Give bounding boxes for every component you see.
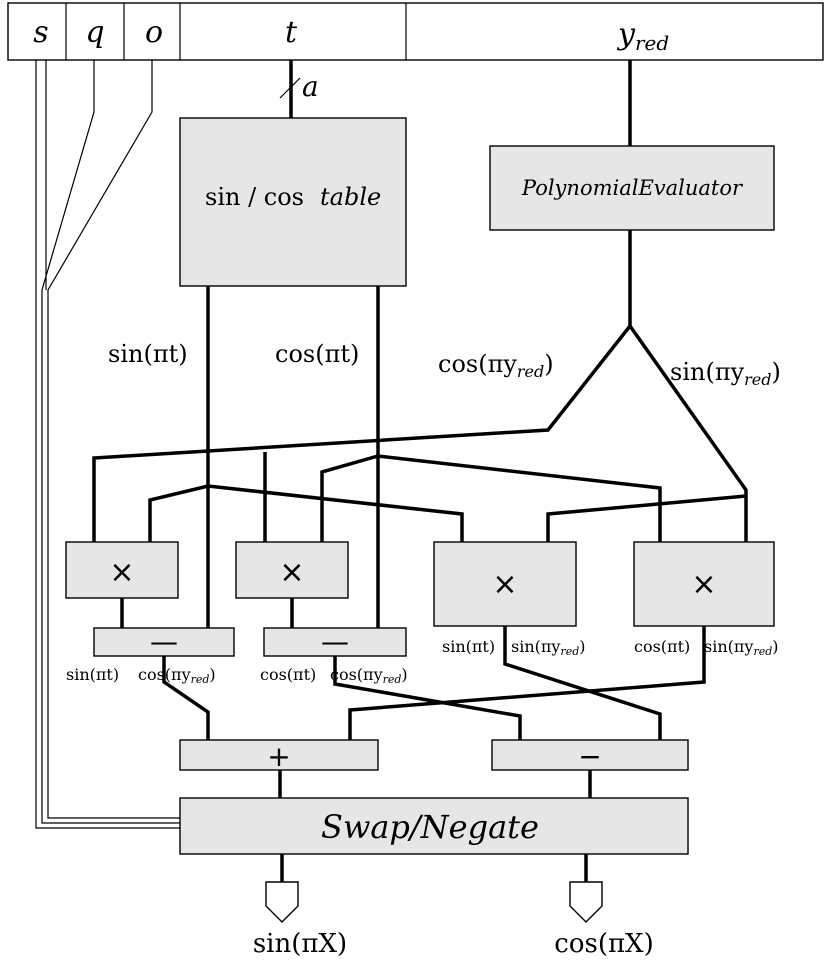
table-box	[179, 117, 407, 287]
wire-cos-pi-yred	[92, 324, 632, 542]
multipliers: × × × ×	[65, 541, 775, 627]
subtractor-1-symbol: —	[150, 625, 178, 658]
header-strip: s q o t yred	[7, 2, 824, 61]
final-adders: + −	[179, 739, 689, 798]
field-yred: yred	[616, 17, 669, 55]
subtractor-2-symbol: —	[321, 625, 349, 658]
wire-cos-t-branch	[320, 454, 662, 542]
plabel-sin-yred-4: sin(πyred)	[704, 637, 779, 658]
sincos-table-block: sin / cos table	[179, 117, 407, 287]
plabel-cos-t-2: cos(πt)	[260, 665, 316, 684]
adder-plus	[179, 739, 379, 771]
control-wires	[35, 60, 180, 829]
plabel-sin-yred-3: sin(πyred)	[511, 637, 586, 658]
poly-label: PolynomialEvaluator	[521, 176, 744, 200]
label-cos-pi-t: cos(πt)	[275, 340, 359, 368]
label-cos-pi-yred: cos(πyred)	[438, 350, 554, 381]
subtractor-1	[93, 627, 235, 657]
swap-negate-block: Swap/Negate	[179, 797, 689, 855]
bus-slash	[279, 77, 301, 99]
plabel-cos-t-4: cos(πt)	[634, 637, 690, 656]
multiplier-4	[633, 541, 775, 627]
multiplier-2-symbol: ×	[279, 555, 304, 590]
wire-sin-yred-m3	[546, 494, 747, 542]
header-frame	[7, 2, 824, 61]
plabel-sin-t-3: sin(πt)	[442, 637, 495, 656]
output-cos-label: cos(πX)	[554, 929, 653, 959]
main-wires	[92, 230, 748, 628]
field-t: t	[285, 15, 298, 50]
to-adder-wires	[162, 626, 706, 740]
label-sin-pi-t: sin(πt)	[108, 340, 188, 368]
subtractor-2	[263, 627, 407, 657]
t-bus: a	[279, 60, 319, 118]
wire-m3-sub	[503, 626, 662, 740]
wire-o	[47, 60, 180, 819]
bus-width-label: a	[302, 70, 319, 103]
plabel-cos-yred-2: cos(πyred)	[330, 665, 408, 686]
wire-s1-add	[162, 656, 210, 740]
field-q: q	[85, 15, 104, 50]
plabel-cos-yred-1: cos(πyred)	[138, 665, 216, 686]
product-labels: sin(πt) cos(πyred) cos(πt) cos(πyred) si…	[66, 637, 779, 686]
multiplier-2	[235, 541, 349, 599]
field-o: o	[145, 15, 163, 50]
adder-plus-symbol: +	[267, 740, 290, 773]
table-label: sin / cos table	[205, 183, 381, 211]
poly-box	[489, 145, 775, 231]
wire-s2-sub	[333, 656, 522, 740]
plabel-sin-t-1: sin(πt)	[66, 665, 119, 684]
subtractors: — —	[93, 625, 407, 658]
multiplier-3-symbol: ×	[492, 567, 517, 602]
multiplier-3	[433, 541, 577, 627]
wire-m4-add	[348, 626, 706, 740]
wire-s	[35, 60, 180, 829]
swap-label: Swap/Negate	[321, 808, 539, 846]
label-sin-pi-yred: sin(πyred)	[670, 358, 781, 389]
swap-box	[179, 797, 689, 855]
field-s: s	[33, 15, 48, 50]
polynomial-evaluator-block: PolynomialEvaluator	[489, 60, 775, 231]
wire-sin-t-branch	[148, 484, 464, 542]
wire-labels: sin(πt) cos(πt) cos(πyred) sin(πyred)	[108, 340, 781, 389]
output-sin-label: sin(πX)	[253, 929, 347, 959]
output-port-cos	[569, 881, 603, 923]
mult-to-sub-wires	[120, 598, 294, 628]
adder-minus-symbol: −	[578, 740, 601, 773]
outputs: sin(πX) cos(πX)	[253, 854, 654, 959]
wire-q	[41, 60, 180, 824]
multiplier-1-symbol: ×	[109, 555, 134, 590]
multiplier-4-symbol: ×	[691, 567, 716, 602]
wire-sin-pi-yred	[628, 324, 748, 542]
output-port-sin	[265, 881, 299, 923]
